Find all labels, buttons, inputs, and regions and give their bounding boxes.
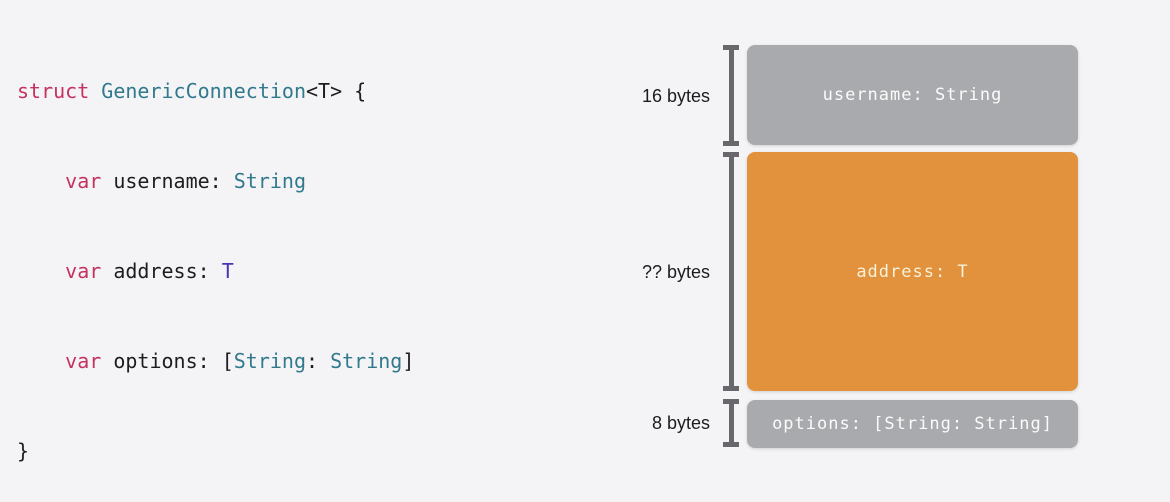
- type-name-token: GenericConnection: [101, 79, 306, 103]
- keyword-token: struct: [17, 79, 90, 103]
- type-name-token: String: [330, 349, 403, 373]
- measurement-bracket-options: [723, 399, 739, 447]
- code-line-address-property: var address: T: [17, 256, 414, 286]
- bracket-stem: [728, 404, 734, 442]
- plain-token: <T> {: [306, 79, 367, 103]
- code-block: struct GenericConnection<T> { var userna…: [17, 16, 414, 496]
- indent-token: [17, 349, 65, 373]
- plain-token: options: [: [101, 349, 234, 373]
- plain-token: address:: [101, 259, 222, 283]
- keyword-token: var: [65, 349, 102, 373]
- plain-token: }: [17, 439, 30, 463]
- size-label-address: ?? bytes: [641, 262, 710, 282]
- type-name-token: String: [233, 169, 306, 193]
- plain-token: :: [306, 349, 331, 373]
- size-label-options: 8 bytes: [651, 413, 710, 433]
- plain-token: username:: [101, 169, 234, 193]
- memory-box-options: options: [String: String]: [747, 400, 1078, 448]
- keyword-token: var: [65, 169, 102, 193]
- generic-param-token: T: [221, 259, 234, 283]
- code-line-options-property: var options: [String: String]: [17, 346, 414, 376]
- plain-token: [89, 79, 101, 103]
- size-label-username: 16 bytes: [641, 86, 710, 106]
- code-line-closing-brace: }: [17, 436, 414, 466]
- code-line-struct-declaration: struct GenericConnection<T> {: [17, 76, 414, 106]
- measurement-bracket-address: [723, 152, 739, 391]
- indent-token: [17, 259, 65, 283]
- bracket-stem: [728, 50, 734, 141]
- bracket-stem: [728, 157, 734, 386]
- type-name-token: String: [233, 349, 306, 373]
- memory-box-username: username: String: [747, 45, 1078, 145]
- keyword-token: var: [65, 259, 102, 283]
- memory-box-address: address: T: [747, 152, 1078, 391]
- indent-token: [17, 169, 65, 193]
- code-line-username-property: var username: String: [17, 166, 414, 196]
- plain-token: ]: [402, 349, 415, 373]
- measurement-bracket-username: [723, 45, 739, 146]
